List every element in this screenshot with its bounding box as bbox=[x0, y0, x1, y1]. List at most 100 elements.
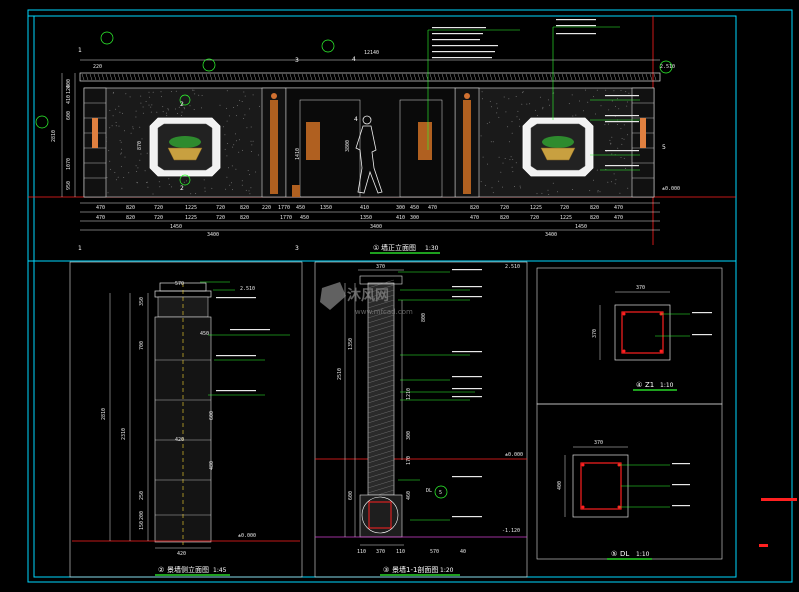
elevation-dim-row2: 820 bbox=[590, 215, 599, 221]
z1-title-text: Z1 bbox=[645, 381, 654, 389]
elevation-dim-row2: 1225 bbox=[185, 215, 197, 221]
section-dim-bottom: 110 bbox=[357, 549, 366, 555]
elevation-dim-row1: 720 bbox=[560, 205, 569, 211]
pillar-dim-inner: 570 bbox=[175, 281, 184, 287]
elevation-dim-row3: 1450 bbox=[575, 224, 587, 230]
pillar-note-line bbox=[216, 355, 256, 357]
pillar-dimension-text: 2810231035070025020015042057042045060048… bbox=[101, 281, 270, 557]
axis-marker-top-left bbox=[100, 31, 114, 45]
section-callout-number: 5 bbox=[439, 490, 442, 496]
elevation-dim-row2: 720 bbox=[216, 215, 225, 221]
watermark-logo-icon bbox=[320, 282, 346, 310]
right-plant bbox=[542, 136, 574, 148]
section-callout-circle bbox=[434, 485, 448, 499]
elevation-dim-row2: 1770 bbox=[280, 215, 292, 221]
section-hatch bbox=[367, 279, 395, 504]
elevation-dim-left: 2810 bbox=[51, 130, 57, 142]
pillar-level-mark: 2.510 bbox=[240, 286, 255, 292]
pillar-dim-left: 250 bbox=[139, 491, 145, 500]
dl-dim-height: 400 bbox=[557, 481, 563, 490]
column-left-cap bbox=[271, 93, 277, 99]
column-right-cap bbox=[464, 93, 470, 99]
pillar-level-mark: ±0.000 bbox=[238, 533, 256, 539]
pillar-dim-inner: 480 bbox=[209, 461, 215, 470]
human-figure-scale bbox=[355, 115, 383, 194]
elevation-dim-row3: 1450 bbox=[170, 224, 182, 230]
dl-dim-width: 370 bbox=[594, 440, 603, 446]
callout-note-line bbox=[556, 25, 596, 27]
dl-dim-lines bbox=[564, 446, 628, 517]
elevation-dim-row1: 1225 bbox=[530, 205, 542, 211]
right-planter-frame bbox=[522, 117, 594, 177]
axis-marker-top-right bbox=[659, 60, 673, 74]
axis-label-1: 1 bbox=[78, 47, 82, 54]
pillar-dim-lines bbox=[109, 293, 211, 549]
central-base-block bbox=[292, 185, 300, 197]
elevation-title: ① 墙正立面图 1:30 bbox=[370, 243, 440, 254]
elevation-dim-row1: 470 bbox=[96, 205, 105, 211]
z1-title-number: ④ bbox=[636, 381, 642, 389]
elevation-dim-row1: 1225 bbox=[185, 205, 197, 211]
elevation-dim-left: 410 bbox=[66, 95, 72, 104]
watermark-text: 沐风网 bbox=[347, 287, 389, 304]
elevation-dim-row2: 1225 bbox=[560, 215, 572, 221]
section-dim-bottom: 40 bbox=[460, 549, 466, 555]
z1-panel bbox=[536, 267, 723, 405]
pillar-dim-left: 150 bbox=[139, 521, 145, 530]
pillar-dim-left: 200 bbox=[139, 511, 145, 520]
dl-note-line bbox=[672, 505, 690, 507]
dl-drawing: 370 400 ⑤ DL 1:10 bbox=[557, 440, 690, 560]
elevation-title-number: ① bbox=[373, 244, 379, 252]
callout-note-line bbox=[605, 150, 639, 152]
pillar-dim-left: 350 bbox=[139, 297, 145, 306]
pillar-title-scale: 1:45 bbox=[213, 567, 227, 574]
section-beam-DL bbox=[368, 501, 392, 529]
elevation-level-mark: ±0.000 bbox=[662, 186, 680, 192]
pillar-title: ② 景墙侧立面图 1:45 bbox=[155, 565, 230, 576]
pillar-drawing: 2810231035070025020015042057042045060048… bbox=[72, 281, 300, 576]
section-note-line bbox=[452, 269, 482, 271]
z1-outline bbox=[614, 304, 671, 361]
elevation-dim-left: 950 bbox=[66, 181, 72, 190]
elevation-dim-total: 3400 bbox=[545, 232, 557, 238]
axis-label-3: 3 bbox=[295, 245, 299, 252]
axis-marker-top-middle bbox=[321, 39, 335, 53]
callout-note-line bbox=[605, 95, 639, 97]
pillar-title-number: ② bbox=[158, 566, 164, 574]
elevation-dim-row2: 820 bbox=[126, 215, 135, 221]
elevation-dim-row2: 470 bbox=[96, 215, 105, 221]
section-level-mark: -1.120 bbox=[502, 528, 520, 534]
z1-dim-width: 370 bbox=[636, 285, 645, 291]
z1-note-line bbox=[692, 334, 712, 336]
section-leaders bbox=[398, 271, 475, 521]
section-mark-2-bottom bbox=[179, 174, 191, 186]
elevation-dim-total: 3400 bbox=[207, 232, 219, 238]
section-footing bbox=[359, 494, 403, 538]
red-legend-bar-2 bbox=[759, 544, 768, 547]
callout-note-line bbox=[605, 165, 639, 167]
elevation-dim-inner: 870 bbox=[137, 141, 143, 150]
elevation-dim-row1: 820 bbox=[240, 205, 249, 211]
dl-title: ⑤ DL 1:10 bbox=[607, 550, 652, 560]
elevation-dim-row2: 720 bbox=[154, 215, 163, 221]
section-note-line bbox=[452, 516, 482, 518]
legend-red-marks bbox=[759, 498, 797, 547]
axis-label-2: 2 bbox=[180, 185, 184, 192]
pillar-note-line bbox=[216, 390, 256, 392]
callout-note-line bbox=[605, 121, 639, 123]
z1-rebars bbox=[622, 312, 663, 353]
dl-title-scale: 1:10 bbox=[636, 551, 650, 558]
pillar-dim-bottom: 420 bbox=[177, 551, 186, 557]
central-relief-right bbox=[418, 122, 432, 160]
section-dim-bottom: 570 bbox=[430, 549, 439, 555]
callout-note-line bbox=[432, 33, 483, 35]
elevation-dim-row2: 300 bbox=[410, 215, 419, 221]
section-coping bbox=[359, 275, 403, 285]
elevation-dim-row3: 3400 bbox=[370, 224, 382, 230]
pillar-dim-inner: 420 bbox=[175, 437, 184, 443]
section-title-text: 景墙1-1剖面图 bbox=[392, 565, 438, 574]
